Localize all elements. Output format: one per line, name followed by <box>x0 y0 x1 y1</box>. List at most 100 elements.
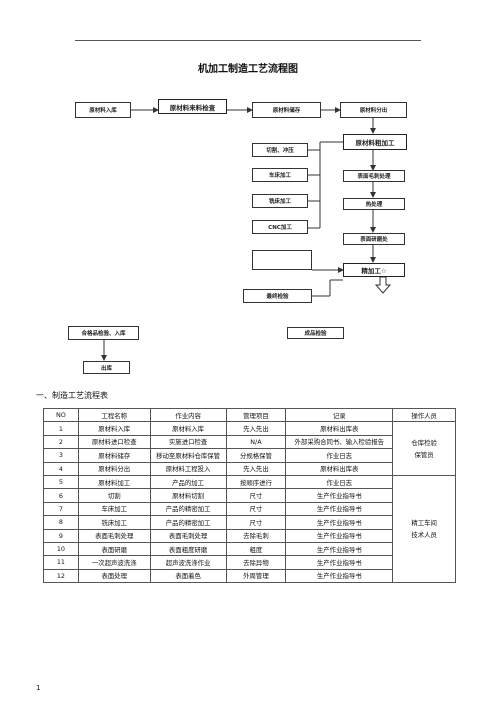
table-cell: 一次超声波洗涤 <box>77 555 151 570</box>
table-cell: 8 <box>43 515 79 530</box>
flow-final-check: 最终检验 <box>243 289 312 303</box>
table-cell: 移动至原材料仓库保管 <box>149 448 227 463</box>
table-cell: 表面粗度研磨 <box>149 541 227 557</box>
flow-fin-in: 合格品检验、入库 <box>68 326 139 340</box>
table-cell: 作业日志 <box>285 448 394 463</box>
table-cell: 3 <box>43 448 79 463</box>
header-cell: 管理项目 <box>225 407 287 423</box>
table-cell: 4 <box>43 461 79 476</box>
flow-raw-out: 原材料分出 <box>340 102 407 118</box>
table-cell: 生产作业指导书 <box>285 568 394 584</box>
table-cell: 产品的加工 <box>149 474 227 490</box>
operator-line: 精工车间 <box>411 519 437 528</box>
table-cell: 原材料入库 <box>77 421 151 436</box>
table-cell: 产品的精密加工 <box>149 501 227 517</box>
table-cell: 表面着色 <box>149 568 227 584</box>
table-cell: 作业日志 <box>285 474 394 490</box>
flow-fin-check: 成品检验 <box>287 327 344 339</box>
header-cell: 工程名称 <box>77 407 151 423</box>
flow-heat: 热处理 <box>343 198 405 210</box>
table-cell: 实施进口检查 <box>149 434 227 450</box>
table-cell: 9 <box>43 528 79 543</box>
table-row: 2 原材料进口检查 实施进口检查 N/A 外部采购合同书、输入检验报告 <box>43 434 456 450</box>
table-cell: 7 <box>43 501 79 517</box>
table-cell: 铣床加工 <box>77 515 151 530</box>
table-cell: N/A <box>225 434 287 450</box>
flow-raw-in: 原材料入库 <box>75 102 131 118</box>
table-cell: 表面毛刺处理 <box>77 528 151 543</box>
table-cell: 去除异物 <box>225 555 287 570</box>
page-title: 机加工制造工艺流程图 <box>198 64 298 75</box>
operator-cell-2: 精工车间 技术人员 <box>392 474 456 584</box>
table-cell: 生产作业指导书 <box>285 501 394 517</box>
table-cell: 表面毛刺处理 <box>149 528 227 543</box>
table-cell: 生产作业指导书 <box>285 528 394 543</box>
table-cell: 原材料加工 <box>77 474 151 490</box>
table-cell: 表面处理 <box>77 568 151 584</box>
operator-line: 保管员 <box>414 450 434 459</box>
header-cell: 操作人员 <box>392 407 456 423</box>
table-cell: 生产作业指导书 <box>285 555 394 570</box>
operator-cell-1: 仓库检验 保管员 <box>392 421 456 476</box>
header-cell: NO <box>43 407 79 423</box>
table-cell: 12 <box>43 568 79 584</box>
table-cell: 原材料出库表 <box>285 461 394 476</box>
flow-cut: 切割、冲压 <box>252 143 308 157</box>
table-cell: 切割 <box>77 488 151 503</box>
table-row: 7 车床加工 产品的精密加工 尺寸 生产作业指导书 <box>43 501 456 517</box>
table-row: 1 原材料入库 原材料入库 先入先出 原材料出库表 仓库检验 保管员 <box>43 421 456 476</box>
table-cell: 先入先出 <box>225 421 287 436</box>
table-cell: 尺寸 <box>225 488 287 503</box>
table-cell: 11 <box>43 555 79 570</box>
flow-empty-box <box>252 250 312 270</box>
table-cell: 产品的精密加工 <box>149 515 227 530</box>
table-cell: 原材料出库表 <box>285 421 394 436</box>
process-table: NO 工程名称 作业内容 管理项目 记录 操作人员 1 原材料入库 原材料入库 … <box>43 407 456 584</box>
table-cell: 10 <box>43 541 79 557</box>
section-title: 一、制造工艺流程表 <box>36 391 108 400</box>
table-header-row: NO 工程名称 作业内容 管理项目 记录 操作人员 <box>43 407 456 423</box>
flow-finish: 精加工☆ <box>343 263 405 277</box>
header-rule <box>75 40 421 41</box>
operator-line: 技术人员 <box>411 531 437 540</box>
table-cell: 生产作业指导书 <box>285 515 394 530</box>
table-cell: 外周管理 <box>225 568 287 584</box>
flow-raw-store: 原材料储存 <box>252 102 321 118</box>
header-cell: 作业内容 <box>149 407 227 423</box>
table-cell: 生产作业指导书 <box>285 488 394 503</box>
table-row: 6 切割 原材料切割 尺寸 生产作业指导书 <box>43 488 456 503</box>
table-row: 5 原材料加工 产品的加工 按顺序进行 作业日志 精工车间 技术人员 <box>43 474 456 584</box>
table-cell: 生产作业指导书 <box>285 541 394 557</box>
table-cell: 先入先出 <box>225 461 287 476</box>
table-cell: 粗度 <box>225 541 287 557</box>
page-number: 1 <box>36 684 41 692</box>
flow-lathe: 车床加工 <box>252 168 308 182</box>
flow-surface1: 表面毛刺处理 <box>343 170 405 182</box>
table-cell: 5 <box>43 474 79 490</box>
flow-mill: 铣床加工 <box>252 194 308 208</box>
table-cell: 原材料入库 <box>149 421 227 436</box>
table-row: 4 原材料分出 原材料工程投入 先入先出 原材料出库表 <box>43 461 456 476</box>
flow-cnc: CNC加工 <box>252 220 308 234</box>
header-cell: 记录 <box>285 407 394 423</box>
flow-raw-check: 原材料来料检查 <box>158 99 227 114</box>
table-cell: 外部采购合同书、输入检验报告 <box>285 434 394 450</box>
table-cell: 原材料分出 <box>77 461 151 476</box>
table-row: 3 原材料储存 移动至原材料仓库保管 分规格保管 作业日志 <box>43 448 456 463</box>
table-cell: 尺寸 <box>225 501 287 517</box>
flow-rough: 原材料粗加工 <box>343 134 407 150</box>
flow-surface2: 表面研磨处 <box>343 233 405 245</box>
table-cell: 表面研磨 <box>77 541 151 557</box>
table-cell: 车床加工 <box>77 501 151 517</box>
flow-ship: 出库 <box>83 361 130 374</box>
table-cell: 按顺序进行 <box>225 474 287 490</box>
table-cell: 1 <box>43 421 79 436</box>
table-cell: 原材料进口检查 <box>77 434 151 450</box>
table-cell: 原材料切割 <box>149 488 227 503</box>
table-cell: 分规格保管 <box>225 448 287 463</box>
table-cell: 尺寸 <box>225 515 287 530</box>
table-cell: 2 <box>43 434 79 450</box>
table-cell: 6 <box>43 488 79 503</box>
flow-connectors <box>101 107 392 361</box>
table-cell: 超声波洗涤作业 <box>149 555 227 570</box>
